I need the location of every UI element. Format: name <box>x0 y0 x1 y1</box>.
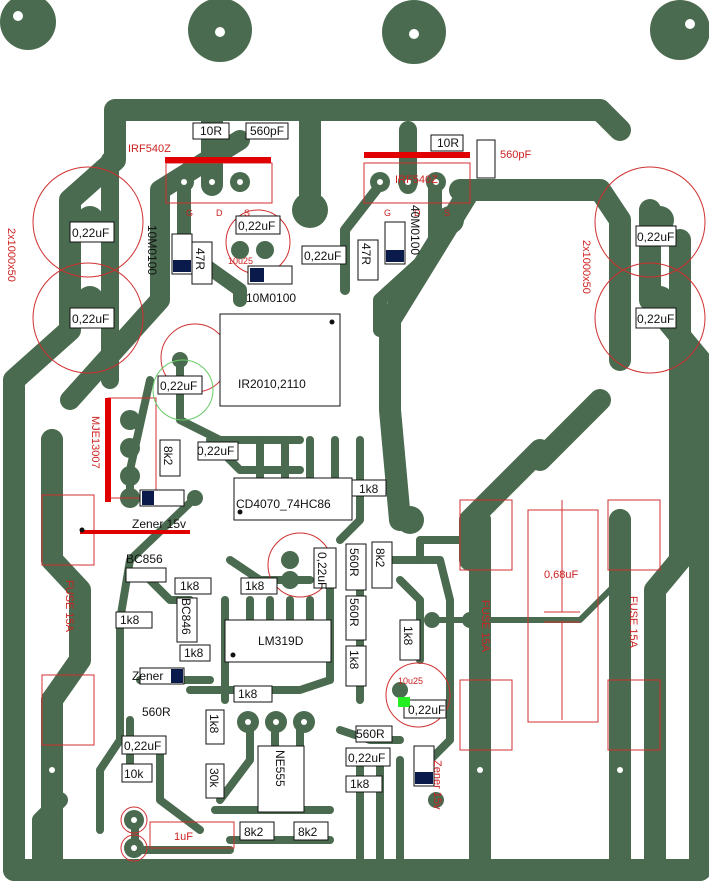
label-fuse: FUSE 15A <box>479 600 491 653</box>
label-10m0100-left: 10M0100 <box>145 225 159 275</box>
label-zener-mid: Zener <box>132 669 163 683</box>
label-10u25-b: 10u25 <box>398 676 423 686</box>
ic-pin1-dots <box>79 319 335 658</box>
label-30k: 30k <box>207 768 221 788</box>
label-bc846: BC846 <box>179 598 193 635</box>
label-cap-022: 0,22uF <box>197 444 234 458</box>
label-cap-022: 0,22uF <box>637 230 674 244</box>
label-pin-d-left: D <box>216 208 223 218</box>
label-1uf: 1uF <box>174 831 193 843</box>
label-irf-right: IRF540Z <box>395 174 438 186</box>
label-irf-left: IRF540Z <box>128 143 171 155</box>
component-outlines-black <box>69 122 677 841</box>
label-560r: 560R <box>347 598 361 627</box>
label-8k2: 8k2 <box>161 446 175 466</box>
label-10r-right: 10R <box>437 136 459 150</box>
label-pin-g-left: G <box>186 208 193 218</box>
label-560r: 560R <box>356 727 385 741</box>
label-40m0100-right: 40M0100 <box>408 205 422 255</box>
label-cap-022: 0,22uF <box>72 312 109 326</box>
label-560pf-top: 560pF <box>250 124 284 138</box>
label-cap-022: 0,22uF <box>315 552 329 589</box>
label-pin-s-left: S <box>244 208 250 218</box>
label-pin-s-right: S <box>444 208 450 218</box>
label-elcap-right: 2x1000x50 <box>580 240 592 294</box>
label-1k8: 1k8 <box>120 613 140 627</box>
label-8k2: 8k2 <box>373 548 387 568</box>
label-bc856: BC856 <box>126 552 163 566</box>
label-cap-022: 0,22uF <box>238 219 275 233</box>
label-560r: 560R <box>347 548 361 577</box>
label-pin-d-right: D <box>414 208 421 218</box>
label-8k2: 8k2 <box>298 825 318 839</box>
label-1k8: 1k8 <box>238 687 258 701</box>
pad-drills <box>49 179 623 851</box>
label-1k8: 1k8 <box>401 626 415 646</box>
label-elcap-left: 2x1000x50 <box>5 228 17 282</box>
label-zener-right: Zener 15v <box>431 760 443 810</box>
label-ic-cd4070: CD4070_74HC86 <box>236 497 331 511</box>
label-068uf: 0,68uF <box>544 569 579 581</box>
label-47r-left: 47R <box>193 248 207 270</box>
labels: IRF540Z IRF540Z 10R 560pF 10R 560pF G D … <box>5 124 674 843</box>
green-outline-cap <box>152 359 214 421</box>
label-fuse: FUSE 15A <box>63 580 75 633</box>
polarity-markers <box>142 250 433 784</box>
label-1k8: 1k8 <box>359 482 379 496</box>
label-fuse: FUSE 15A <box>627 596 639 649</box>
label-10m0100-mid: 10M0100 <box>246 291 296 305</box>
label-8k2: 8k2 <box>244 825 264 839</box>
label-1k8: 1k8 <box>207 714 221 734</box>
label-560r: 560R <box>142 705 171 719</box>
label-cap-022: 0,22uF <box>637 312 674 326</box>
label-10k: 10k <box>124 767 144 781</box>
label-ic-ir2010: IR2010,2110 <box>238 377 306 391</box>
label-ic-lm319: LM319D <box>258 634 304 648</box>
label-1k8: 1k8 <box>184 646 204 660</box>
green-marker <box>398 697 410 707</box>
label-1k8: 1k8 <box>347 650 361 670</box>
label-ne555: NE555 <box>273 750 287 787</box>
label-10r-top: 10R <box>200 124 222 138</box>
label-1k8: 1k8 <box>350 777 370 791</box>
label-cap-022: 0,22uF <box>72 226 109 240</box>
label-cap-022: 0,22uF <box>408 703 445 717</box>
label-cap-022: 0,22uF <box>124 739 161 753</box>
label-pin-g-right: G <box>384 208 391 218</box>
label-cap-022: 0,22uF <box>348 751 385 765</box>
label-47r-right: 47R <box>359 243 373 265</box>
mounting-hole-dots <box>13 11 695 39</box>
label-560pf-right: 560pF <box>500 149 531 161</box>
label-cap-022: 0,22uF <box>304 249 341 263</box>
heatsink-bars <box>80 152 470 534</box>
label-1k8: 1k8 <box>180 579 200 593</box>
label-cap-022: 0,22uF <box>160 379 197 393</box>
label-1k8: 1k8 <box>245 579 265 593</box>
label-10u25: 10u25 <box>228 256 253 266</box>
label-mje13007: MJE13007 <box>89 416 101 469</box>
label-zener-left: Zener 15v <box>132 517 186 531</box>
